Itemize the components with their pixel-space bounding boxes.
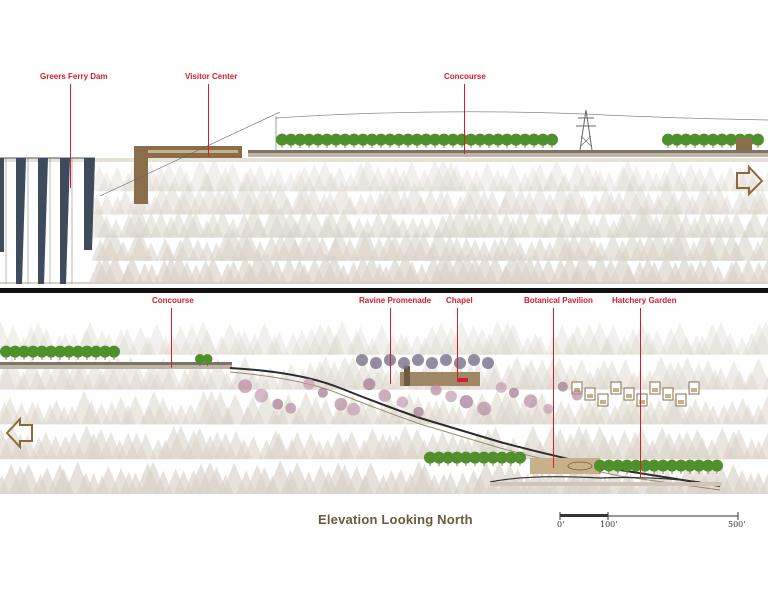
drawing-title: Elevation Looking North	[318, 512, 473, 527]
label-ravine-promenade: Ravine Promenade	[359, 296, 432, 305]
scale-bar	[559, 512, 739, 520]
leader-concourse-upper	[464, 84, 465, 154]
leader-chapel	[457, 308, 458, 382]
tree-canopy-lower	[0, 345, 723, 474]
label-hatchery-garden: Hatchery Garden	[612, 296, 677, 305]
leader-visitor-center	[208, 84, 209, 156]
leader-ravine-promenade	[390, 308, 391, 384]
leader-concourse-lower	[171, 308, 172, 368]
label-concourse-lower: Concourse	[152, 296, 194, 305]
label-chapel: Chapel	[446, 296, 473, 305]
label-concourse-upper: Concourse	[444, 72, 486, 81]
leader-hatchery-garden	[640, 308, 641, 478]
label-botanical-pavilion: Botanical Pavilion	[524, 296, 593, 305]
label-greers-ferry-dam: Greers Ferry Dam	[40, 72, 108, 81]
label-visitor-center: Visitor Center	[185, 72, 238, 81]
concourse-deck-lower	[0, 362, 232, 365]
chapel-structure	[400, 366, 480, 386]
greers-ferry-dam	[0, 157, 95, 284]
terrain-band	[0, 158, 768, 162]
lower-elevation	[0, 320, 768, 494]
leader-botanical-pavilion	[553, 308, 554, 468]
transmission-pylon	[576, 109, 596, 151]
leader-greers-ferry-dam	[70, 84, 71, 188]
concourse-deck	[248, 111, 768, 157]
botanical-pavilion-structure	[489, 458, 722, 486]
right-arrow-icon	[736, 164, 764, 197]
scale-label-500: 500'	[728, 520, 746, 529]
tree-canopy-upper	[276, 133, 764, 148]
section-divider	[0, 288, 768, 293]
scale-label-0: 0'	[557, 520, 565, 529]
scale-label-100: 100'	[600, 520, 618, 529]
fog-tree-backdrop-upper	[84, 157, 768, 284]
visitor-center-structure	[99, 111, 281, 204]
ground-line	[0, 282, 768, 284]
left-arrow-icon	[5, 416, 33, 450]
upper-elevation	[0, 109, 768, 284]
end-pavilion	[736, 138, 752, 150]
